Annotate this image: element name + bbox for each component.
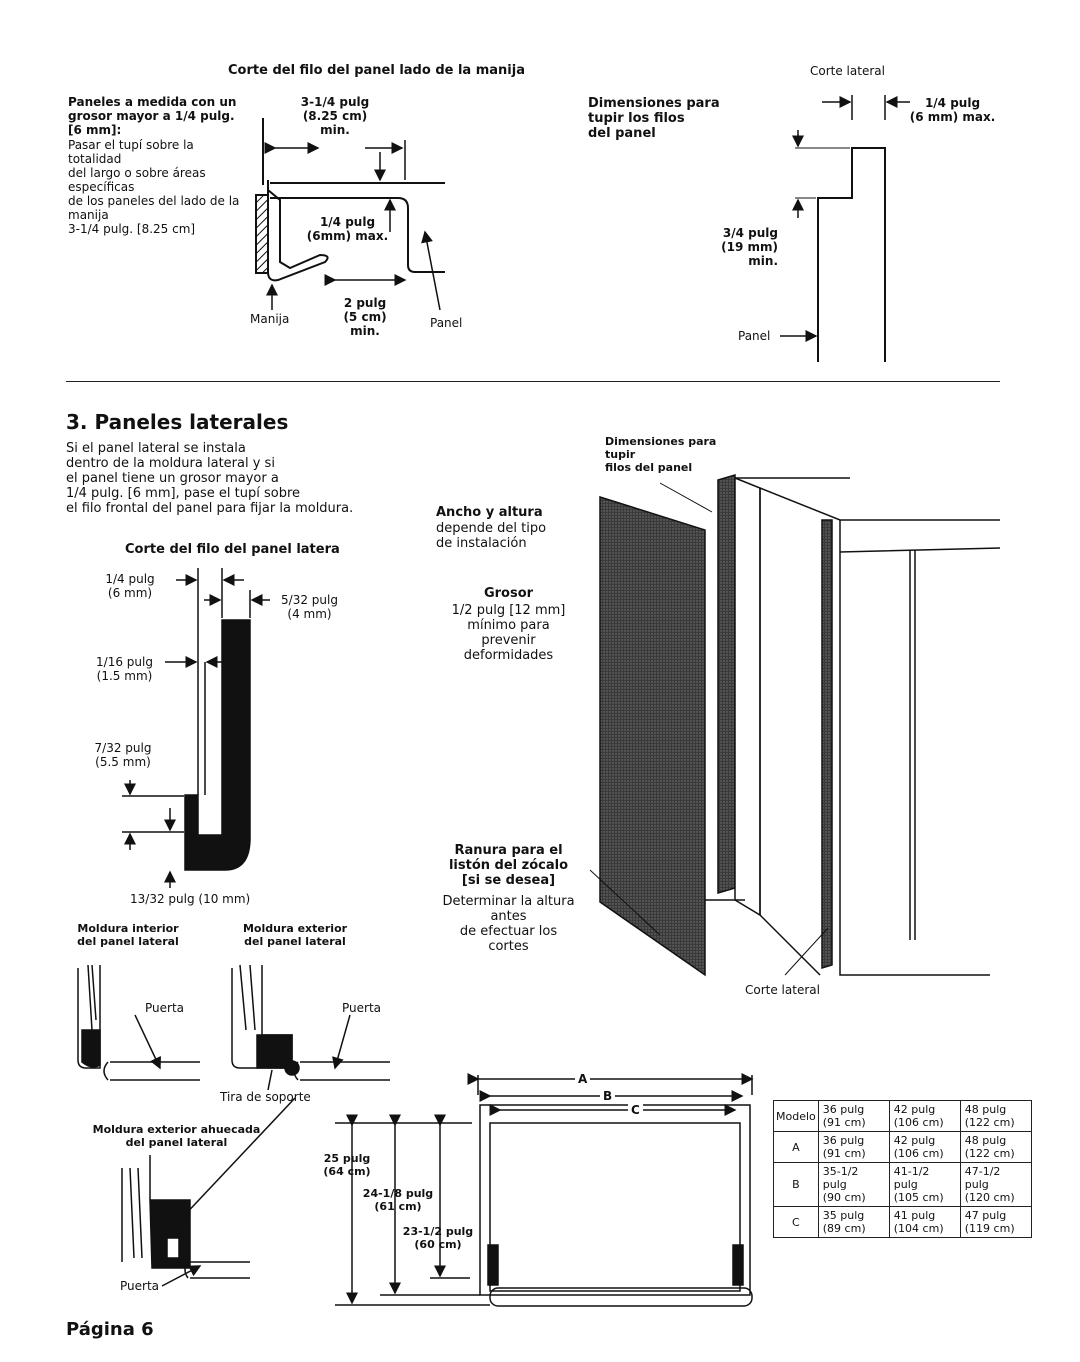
edge-dim-1-4: 1/4 pulg (6 mm) [105, 572, 155, 600]
width-height-heading: Ancho y altura [436, 505, 543, 520]
outer-trim-label: Moldura exterior del panel lateral [242, 922, 348, 948]
edge-dim-13-32: 13/32 pulg (10 mm) [130, 892, 251, 906]
row-label: Modelo [773, 1100, 819, 1132]
lateral-panel-label: Panel [738, 329, 771, 343]
support-strip-label: Tira de soporte [220, 1090, 311, 1104]
height-25: 25 pulg (64 cm) [323, 1152, 371, 1178]
side-edge-drawing [122, 568, 270, 888]
groove-heading: Ranura para el listón del zócalo [si se … [448, 843, 569, 888]
table-cell: 36 pulg (91 cm) [817, 1131, 890, 1163]
table-cell: 35 pulg (89 cm) [817, 1206, 890, 1238]
inner-trim-label: Moldura interior del panel lateral [77, 922, 179, 948]
row-label: B [773, 1162, 819, 1207]
handle-cut-title: Corte del filo del panel lado de la mani… [228, 63, 525, 78]
dim-3-4: 3/4 pulg (19 mm) min. [721, 226, 778, 268]
dimensions-table: Modelo 36 pulg (91 cm) 42 pulg (106 cm) … [773, 1100, 1032, 1238]
width-height-text: depende del tipo de instalación [436, 521, 547, 551]
height-24-1-8: 24-1/8 pulg (61 cm) [362, 1187, 434, 1213]
table-cell: 42 pulg (106 cm) [888, 1131, 961, 1163]
page-number: Página 6 [66, 1319, 154, 1340]
table-cell: 48 pulg (122 cm) [959, 1100, 1032, 1132]
door-label-1: Puerta [145, 1001, 185, 1015]
table-cell: 48 pulg (122 cm) [959, 1131, 1032, 1163]
edge-dim-5-32: 5/32 pulg (4 mm) [281, 593, 338, 621]
table-cell: 47-1/2 pulg (120 cm) [959, 1162, 1032, 1207]
lateral-cut-drawing [780, 95, 910, 362]
table-cell: 47 pulg (119 cm) [959, 1206, 1032, 1238]
table-cell: 41-1/2 pulg (105 cm) [888, 1162, 961, 1207]
handle-label: Manija [250, 312, 290, 326]
table-row: C 35 pulg (89 cm) 41 pulg (104 cm) 47 pu… [773, 1206, 1032, 1238]
groove-text: Determinar la altura antes de efectuar l… [442, 894, 575, 954]
table-row: A 36 pulg (91 cm) 42 pulg (106 cm) 48 pu… [773, 1131, 1032, 1163]
door-label-2: Puerta [342, 1001, 382, 1015]
trim-details [77, 964, 390, 1287]
dim-2-pulg: 2 pulg (5 cm) min. [343, 296, 387, 338]
thickness-text: 1/2 pulg [12 mm] mínimo para prevenir de… [451, 603, 566, 663]
lateral-cut-title: Corte lateral [810, 64, 885, 78]
panel-3d-drawing [589, 473, 1001, 977]
dim-1-4-max: 1/4 pulg (6mm) max. [306, 215, 389, 243]
table-cell: 41 pulg (104 cm) [888, 1206, 961, 1238]
thickness-heading: Grosor [483, 586, 534, 601]
edge-dim-7-32: 7/32 pulg (5.5 mm) [94, 741, 152, 769]
dim-b-label: B [600, 1089, 616, 1103]
table-cell: 42 pulg (106 cm) [888, 1100, 961, 1132]
door-label-3: Puerta [120, 1279, 160, 1293]
dim-3-1-4: 3-1/4 pulg (8.25 cm) min. [300, 95, 370, 137]
edge-cut-title: Corte del filo del panel latera [125, 542, 340, 557]
dim-c-label: C [628, 1103, 643, 1117]
table-cell: 36 pulg (91 cm) [817, 1100, 890, 1132]
custom-panel-note-heading: Paneles a medida con un grosor mayor a 1… [68, 95, 237, 137]
panel-callout-dims: Dimensiones para tupir filos del panel [605, 435, 717, 474]
panel-lateral-cut-label: Corte lateral [745, 983, 820, 997]
hollow-trim-label: Moldura exterior ahuecada del panel late… [92, 1123, 261, 1149]
custom-panel-note: Pasar el tupí sobre la totalidad del lar… [68, 138, 240, 236]
panel-label: Panel [430, 316, 463, 330]
table-row: Modelo 36 pulg (91 cm) 42 pulg (106 cm) … [773, 1100, 1032, 1132]
handle-section-drawing [255, 118, 445, 311]
section-intro: Si el panel lateral se instala dentro de… [66, 441, 354, 516]
front-dimension-drawing [335, 1073, 754, 1307]
dim-a-label: A [575, 1072, 591, 1086]
height-23-1-2: 23-1/2 pulg (60 cm) [402, 1225, 474, 1251]
dim-1-4-max-right: 1/4 pulg (6 mm) max. [909, 96, 996, 124]
section-title: 3. Paneles laterales [66, 410, 289, 434]
row-label: C [773, 1206, 819, 1238]
section-divider [66, 381, 1000, 382]
table-cell: 35-1/2 pulg (90 cm) [817, 1162, 890, 1207]
table-row: B 35-1/2 pulg (90 cm) 41-1/2 pulg (105 c… [773, 1162, 1032, 1207]
edge-dim-1-16: 1/16 pulg (1.5 mm) [96, 655, 153, 683]
lateral-cut-heading: Dimensiones para tupir los filos del pan… [588, 96, 720, 141]
row-label: A [773, 1131, 819, 1163]
